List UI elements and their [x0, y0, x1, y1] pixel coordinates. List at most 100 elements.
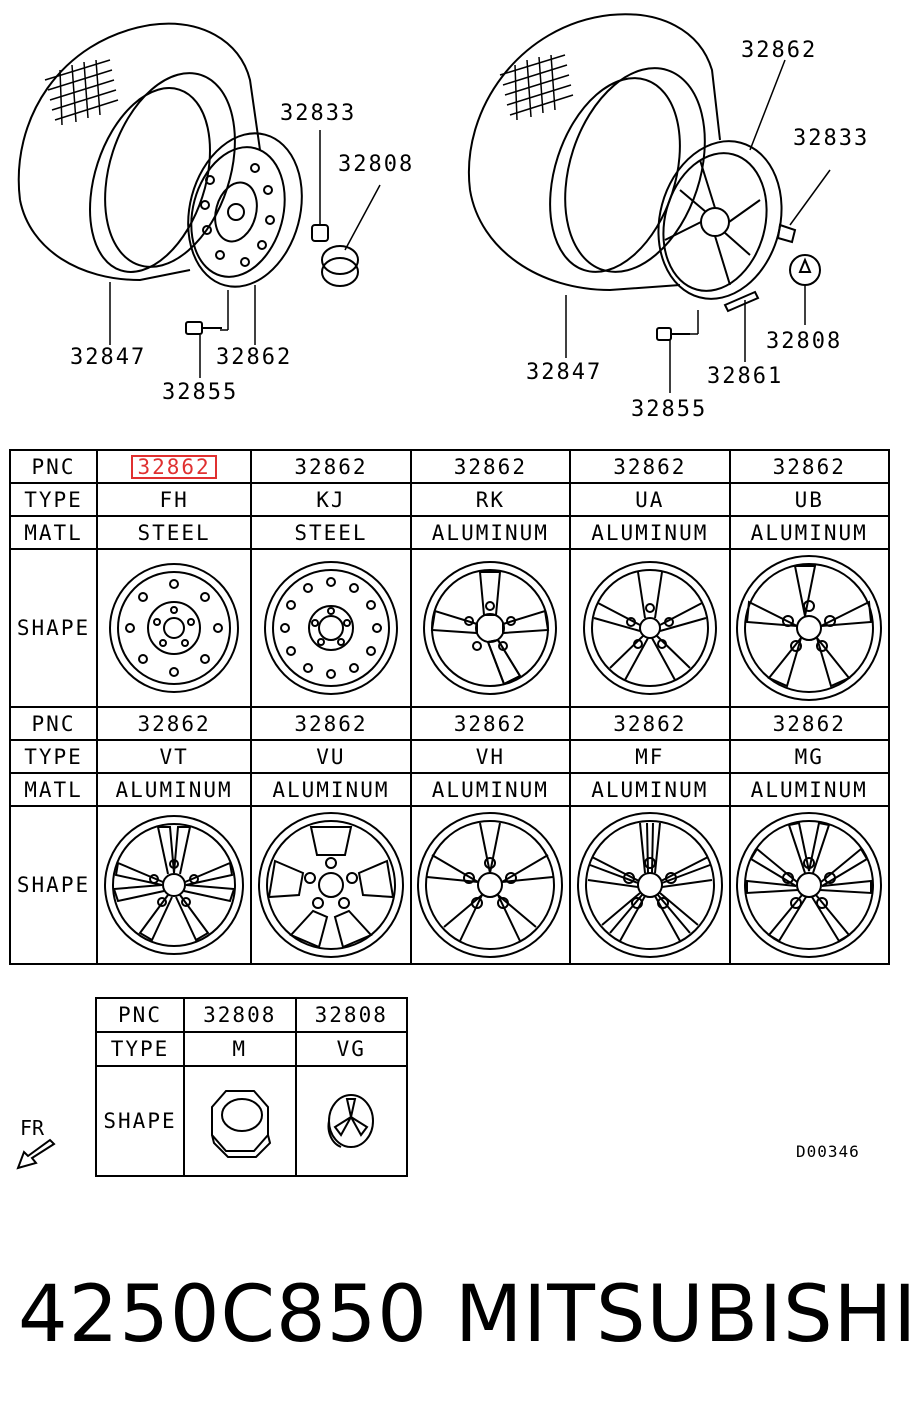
pnc-label: PNC [9, 449, 98, 484]
callout-32861-right: 32861 [707, 364, 784, 389]
shape-row-1: SHAPE [9, 548, 891, 708]
pnc-cell: 32808 [294, 997, 408, 1033]
callout-32808-right: 32808 [766, 329, 843, 354]
pnc-row-1: PNC 32862 32862 32862 32862 32862 [9, 449, 891, 484]
pnc-cell: 32862 [728, 449, 891, 484]
brand-name: MITSUBISHI [455, 1270, 909, 1360]
pnc-cell: 32862 [409, 706, 572, 741]
type-label: TYPE [95, 1031, 185, 1067]
type-cell: M [183, 1031, 297, 1067]
matl-label: MATL [9, 515, 98, 550]
type-label: TYPE [9, 482, 98, 517]
type-cell: VT [95, 739, 253, 774]
left-cap-drawing [321, 245, 359, 287]
type-cell: VH [409, 739, 572, 774]
alloy-wheel-vu-icon [257, 812, 404, 958]
shape-cell [728, 548, 891, 708]
highlighted-pnc[interactable]: 32862 [131, 454, 217, 479]
alloy-wheel-vh-icon [417, 812, 564, 958]
shape-cell [95, 548, 253, 708]
callout-32808-left: 32808 [338, 152, 415, 177]
center-cap-table: PNC 32808 32808 TYPE M VG SHAPE [95, 997, 408, 1177]
shape-label: SHAPE [9, 805, 98, 965]
type-cell: FH [95, 482, 253, 517]
fr-label: FR [20, 1116, 45, 1140]
pnc-cell: 32862 [409, 449, 572, 484]
exploded-wheel-diagram [17, 13, 831, 393]
pnc-cell: 32808 [183, 997, 297, 1033]
front-direction-arrow-icon [16, 1138, 56, 1170]
left-valve-drawing [185, 321, 222, 335]
callout-32862-left: 32862 [216, 345, 293, 370]
matl-cell: ALUMINUM [409, 772, 572, 807]
part-number: 4250C850 [18, 1270, 428, 1360]
pnc-cell: 32862 [95, 706, 253, 741]
pnc-label: PNC [9, 706, 98, 741]
matl-cell: ALUMINUM [728, 515, 891, 550]
matl-cell: STEEL [95, 515, 253, 550]
type-cell: VG [294, 1031, 408, 1067]
callout-32833-right: 32833 [793, 126, 870, 151]
matl-row-2: MATL ALUMINUM ALUMINUM ALUMINUM ALUMINUM… [9, 772, 891, 807]
alloy-wheel-mf-icon [576, 812, 723, 958]
matl-cell: ALUMINUM [569, 772, 731, 807]
pnc-label: PNC [95, 997, 185, 1033]
shape-label: SHAPE [9, 548, 98, 708]
shape-cell [569, 805, 731, 965]
shape-cell [183, 1065, 297, 1177]
type-cell: MG [728, 739, 891, 774]
type-cell: VU [250, 739, 412, 774]
type-cell: UB [728, 482, 891, 517]
type-cell: UA [569, 482, 731, 517]
shape-cell [569, 548, 731, 708]
matl-cell: ALUMINUM [569, 515, 731, 550]
shape-cell [250, 805, 412, 965]
cap-pnc-row: PNC 32808 32808 [95, 997, 408, 1033]
callout-32862-right: 32862 [741, 38, 818, 63]
pnc-cell: 32862 [569, 449, 731, 484]
alloy-wheel-mg-icon [736, 812, 883, 958]
pnc-row-2: PNC 32862 32862 32862 32862 32862 [9, 706, 891, 741]
matl-cell: STEEL [250, 515, 412, 550]
type-cell: KJ [250, 482, 412, 517]
callout-32833-left: 32833 [280, 101, 357, 126]
left-nut-drawing [311, 224, 329, 242]
matl-cell: ALUMINUM [250, 772, 412, 807]
type-cell: MF [569, 739, 731, 774]
shape-cell [409, 548, 572, 708]
matl-cell: ALUMINUM [728, 772, 891, 807]
alloy-wheel-rk-icon [423, 561, 558, 695]
hex-cap-m-icon [210, 1090, 271, 1158]
right-tire-drawing [467, 13, 721, 292]
emblem-cap-vg-icon [327, 1094, 375, 1148]
diagram-code: D00346 [796, 1142, 860, 1161]
alloy-wheel-ub-icon [736, 555, 883, 701]
shape-cell [409, 805, 572, 965]
type-label: TYPE [9, 739, 98, 774]
type-row-2: TYPE VT VU VH MF MG [9, 739, 891, 774]
steel-wheel-kj-icon [263, 561, 398, 695]
right-alloy-rim-drawing [657, 140, 783, 300]
pnc-cell: 32862 [250, 706, 412, 741]
right-weight-drawing [723, 290, 760, 313]
steel-wheel-fh-icon [109, 563, 240, 693]
right-nut-drawing [776, 223, 797, 244]
pnc-cell: 32862 [95, 449, 253, 484]
right-valve-drawing [656, 327, 690, 341]
right-cap-drawing [789, 254, 821, 286]
shape-cell [294, 1065, 408, 1177]
pnc-cell: 32862 [569, 706, 731, 741]
matl-cell: ALUMINUM [95, 772, 253, 807]
callout-32847-right: 32847 [526, 360, 603, 385]
wheel-parts-table: PNC 32862 32862 32862 32862 32862 TYPE F… [9, 449, 891, 965]
callout-32855-right: 32855 [631, 397, 708, 422]
shape-cell [728, 805, 891, 965]
left-steel-rim-drawing [187, 132, 303, 288]
alloy-wheel-ua-icon [582, 561, 717, 695]
callout-32847-left: 32847 [70, 345, 147, 370]
matl-cell: ALUMINUM [409, 515, 572, 550]
type-row-1: TYPE FH KJ RK UA UB [9, 482, 891, 517]
shape-cell [250, 548, 412, 708]
left-tire-drawing [17, 22, 261, 282]
cap-type-row: TYPE M VG [95, 1031, 408, 1067]
